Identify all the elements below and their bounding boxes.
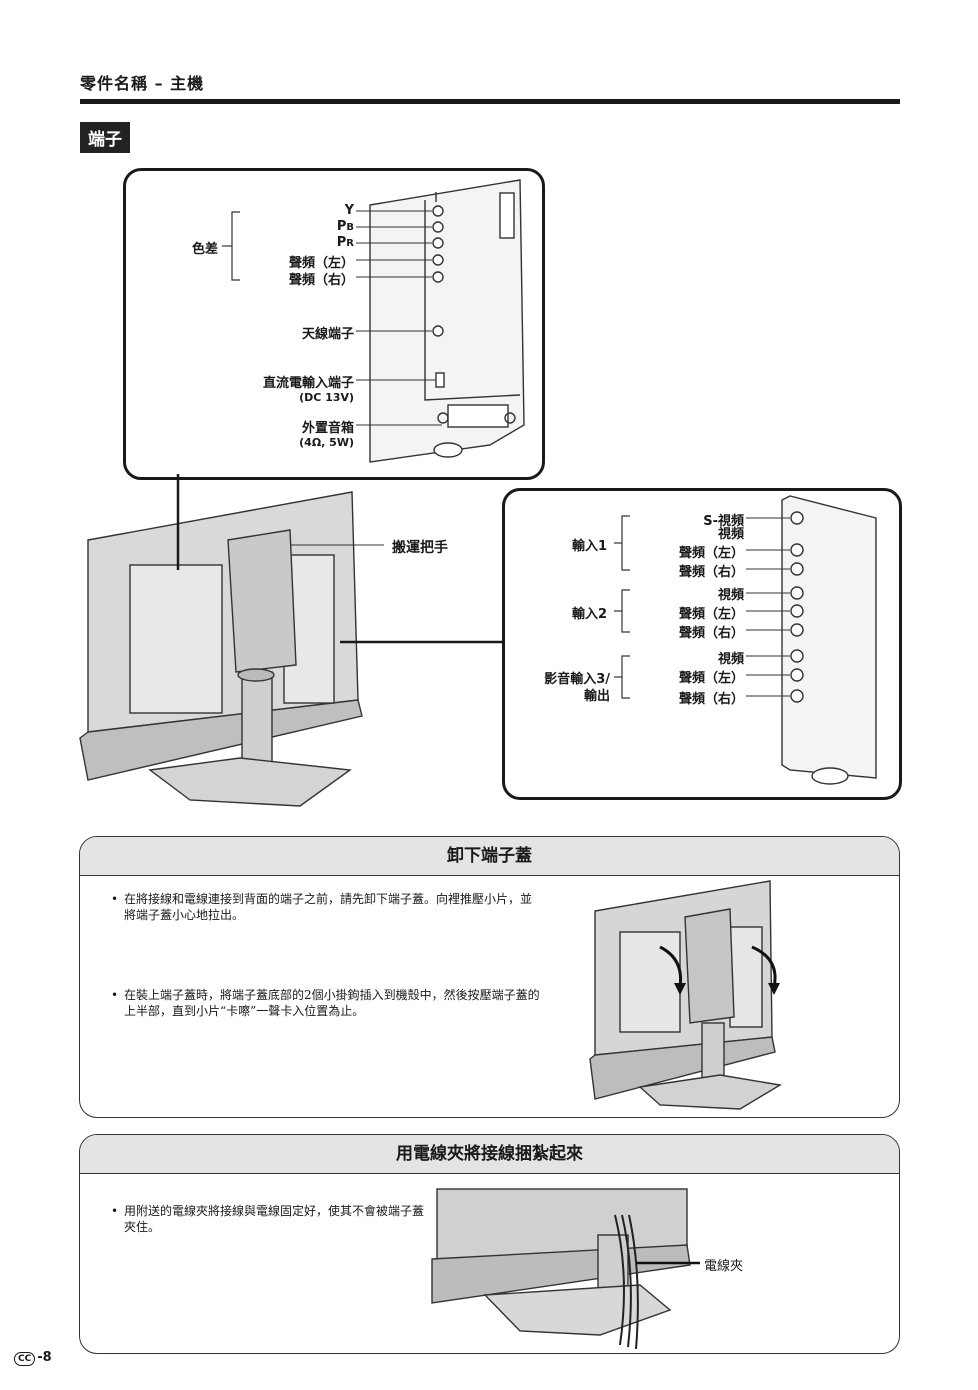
bundle-cables-step-1: •用附送的電線夾將接線與電線固定好，使其不會被端子蓋夾住。	[111, 1204, 425, 1234]
label-input3-line2: 輸出	[583, 689, 610, 704]
label-dc-voltage: (DC 13V)	[299, 391, 354, 404]
label-input1: 輸入1	[572, 539, 608, 554]
side-terminal-illustration	[781, 495, 877, 785]
label-antenna: 天線端子	[301, 327, 354, 342]
remove-cover-step-2: •在裝上端子蓋時，將端子蓋底部的2個小掛鉤插入到機殼中，然後按壓端子蓋的上半部，…	[111, 988, 540, 1018]
remove-cover-box: 卸下端子蓋 •在將接線和電線連接到背面的端子之前，請先卸下端子蓋。向裡推壓小片，…	[79, 836, 900, 1118]
label-audio-right-1: 聲頻（右）	[678, 565, 744, 580]
label-audio-left-1: 聲頻（左）	[678, 546, 744, 561]
label-input2: 輸入2	[572, 607, 608, 622]
bundle-cables-title: 用電線夾將接線捆紮起來	[80, 1135, 899, 1174]
page-title: 零件名稱 – 主機	[80, 74, 205, 93]
cover-removal-illustration	[589, 880, 782, 1110]
label-pr: PR	[336, 235, 354, 250]
label-video-3: 視頻	[717, 652, 744, 667]
label-speaker-rating: (4Ω, 5W)	[299, 436, 354, 449]
section-tag: 端子	[80, 122, 130, 153]
label-y: Y	[344, 203, 354, 218]
label-audio-left-2: 聲頻（左）	[678, 607, 744, 622]
label-component-group: 色差	[192, 242, 219, 257]
label-external-speaker: 外置音箱	[301, 421, 354, 436]
header-rule	[80, 99, 900, 104]
label-dc-input: 直流電輸入端子	[262, 376, 354, 391]
bundle-cables-box: 用電線夾將接線捆紮起來 •用附送的電線夾將接線與電線固定好，使其不會被端子蓋夾住…	[79, 1134, 900, 1354]
language-mark: CC	[14, 1352, 36, 1366]
cable-clip-label: 電線夾	[704, 1259, 744, 1274]
remove-cover-title: 卸下端子蓋	[80, 837, 899, 876]
label-pb: PB	[336, 219, 354, 234]
label-video-1: 視頻	[717, 527, 744, 542]
label-audio-left-3: 聲頻（左）	[678, 671, 744, 686]
side-leader-lines	[746, 517, 790, 697]
label-audio-right: 聲頻（右）	[288, 273, 354, 288]
label-input3-line1: 影音輸入3/	[544, 672, 610, 687]
rear-terminal-illustration	[369, 179, 525, 463]
label-video-2: 視頻	[717, 588, 744, 603]
rear-terminal-jacks	[432, 205, 445, 388]
tv-rear-illustration	[79, 491, 363, 807]
page-number: CC-8	[14, 1350, 52, 1366]
cable-clip-illustration	[431, 1188, 700, 1350]
label-carry-handle: 搬運把手	[392, 540, 448, 556]
label-audio-right-3: 聲頻（右）	[678, 692, 744, 707]
side-terminal-jacks	[790, 511, 804, 703]
label-audio-right-2: 聲頻（右）	[678, 626, 744, 641]
remove-cover-step-1: •在將接線和電線連接到背面的端子之前，請先卸下端子蓋。向裡推壓小片，並將端子蓋小…	[111, 892, 533, 922]
top-leader-lines	[356, 210, 442, 426]
label-s-video: S-視頻	[703, 514, 744, 529]
label-audio-left: 聲頻（左）	[288, 256, 354, 271]
